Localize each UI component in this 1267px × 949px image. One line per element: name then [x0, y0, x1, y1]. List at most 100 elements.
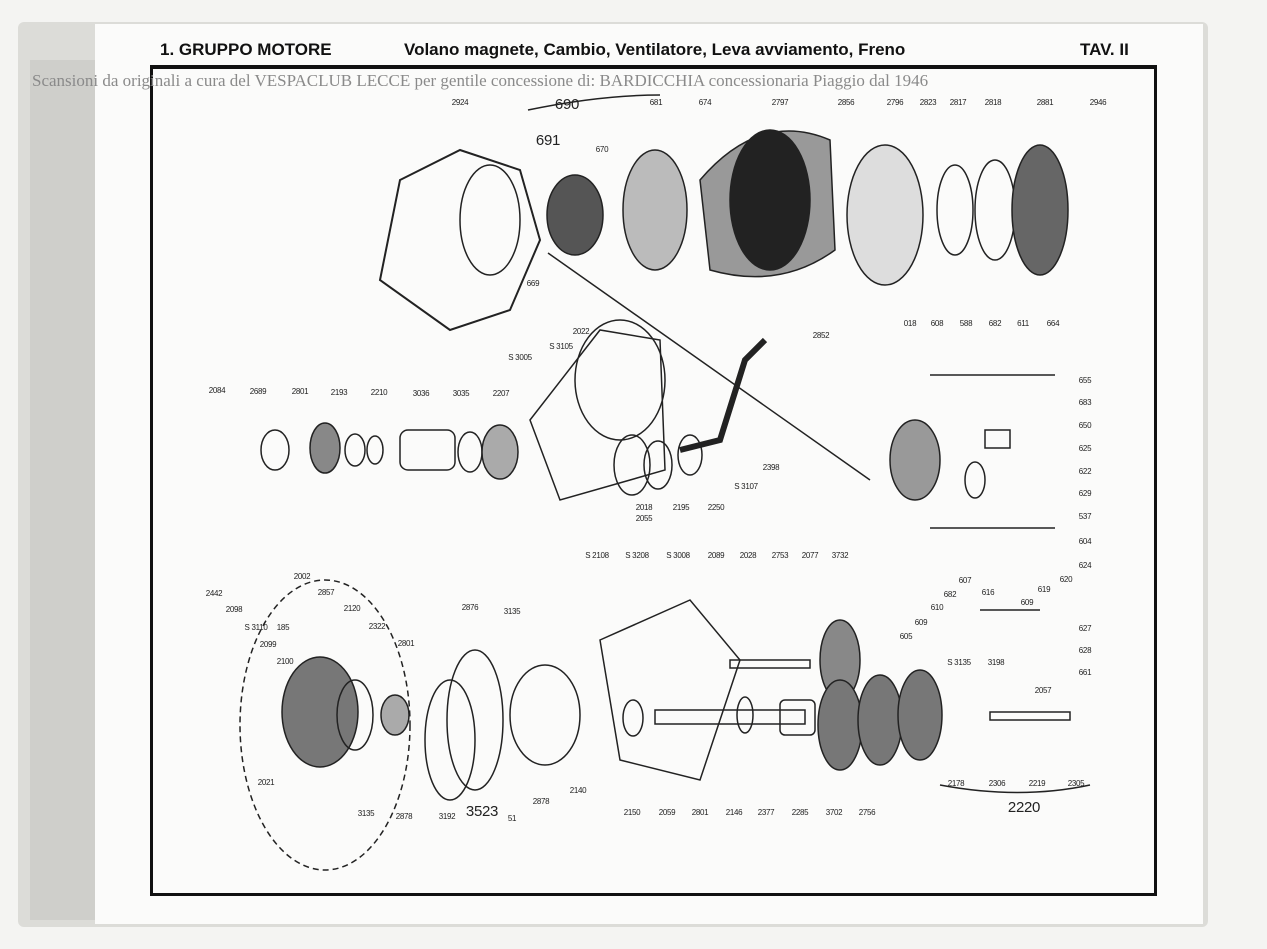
- part-label: 2022: [572, 327, 590, 336]
- part-label: 2801: [291, 387, 309, 396]
- part-label: 607: [958, 576, 972, 585]
- gearbox-case: [599, 599, 741, 781]
- part-label: 2002: [293, 572, 311, 581]
- bearing: [344, 433, 366, 467]
- gear: [897, 669, 943, 761]
- leader-line: [547, 252, 871, 481]
- part-label: 3135: [357, 809, 375, 818]
- condenser: [984, 429, 1011, 449]
- bracket-lines: [930, 374, 1055, 611]
- part-label: 3198: [987, 658, 1005, 667]
- part-label: 2878: [532, 797, 550, 806]
- part-label: 2756: [858, 808, 876, 817]
- part-label: 650: [1078, 421, 1092, 430]
- spring-drum: [481, 424, 519, 480]
- part-label: 2210: [370, 388, 388, 397]
- clutch-nut: [260, 429, 290, 471]
- part-label: 2150: [623, 808, 641, 817]
- part-label: 2377: [757, 808, 775, 817]
- part-group-label: 690: [554, 96, 580, 113]
- crankcase-rear: [509, 664, 581, 766]
- part-label: 611: [1017, 319, 1029, 328]
- part-label: 608: [930, 319, 944, 328]
- fan-plate: [974, 159, 1016, 261]
- part-label: 2797: [771, 98, 789, 107]
- section-title: 1. GRUPPO MOTORE: [160, 40, 332, 59]
- part-group-label: 691: [535, 132, 561, 149]
- crankcase-bore: [574, 319, 666, 441]
- part-label: 2801: [691, 808, 709, 817]
- part-label: 2059: [658, 808, 676, 817]
- part-label: 2084: [208, 386, 226, 395]
- part-label: S 3005: [508, 353, 532, 362]
- part-label: S 3208: [625, 551, 649, 560]
- part-label: S 3008: [666, 551, 690, 560]
- part-group-label: 3523: [465, 803, 499, 820]
- gear: [817, 679, 863, 771]
- part-label: 2098: [225, 605, 243, 614]
- part-label: 2753: [771, 551, 789, 560]
- scan-watermark: Scansioni da originali a cura del VESPAC…: [32, 71, 929, 90]
- part-label: 2924: [451, 98, 469, 107]
- brake-drum-outline: [239, 579, 411, 871]
- part-label: 2878: [395, 812, 413, 821]
- part-label: 2285: [791, 808, 809, 817]
- part-label: 2796: [886, 98, 904, 107]
- part-label: 2857: [317, 588, 335, 597]
- kickstart-lever: [679, 337, 768, 453]
- part-label: 2946: [1089, 98, 1107, 107]
- part-label: 2823: [919, 98, 937, 107]
- part-label: 51: [507, 814, 517, 823]
- shaft-bolt: [989, 711, 1071, 721]
- table-number: TAV. II: [1080, 40, 1129, 59]
- part-label: 2057: [1034, 686, 1052, 695]
- part-label: 588: [959, 319, 973, 328]
- fan-washer: [936, 164, 974, 256]
- part-label: 681: [649, 98, 663, 107]
- magneto-base-plate: [889, 419, 941, 501]
- cover-boss: [459, 164, 521, 276]
- diagram-subtitle: Volano magnete, Cambio, Ventilatore, Lev…: [404, 40, 906, 59]
- part-label: 537: [1078, 512, 1092, 521]
- bearing: [622, 699, 644, 737]
- part-label: 2876: [461, 603, 479, 612]
- part-label: 2100: [276, 657, 294, 666]
- bearing: [380, 694, 410, 736]
- mainshaft: [654, 709, 806, 725]
- part-group-label: 2220: [1007, 799, 1041, 816]
- part-label: 2856: [837, 98, 855, 107]
- spacer: [736, 696, 754, 734]
- part-label: 2120: [343, 604, 361, 613]
- part-label: 3702: [825, 808, 843, 817]
- o-ring: [457, 431, 483, 473]
- part-label: 2140: [569, 786, 587, 795]
- part-label: 2146: [725, 808, 743, 817]
- part-label: 628: [1078, 646, 1092, 655]
- part-label: 2077: [801, 551, 819, 560]
- part-label: S 2108: [585, 551, 609, 560]
- part-label: 2055: [635, 514, 653, 523]
- circlip: [366, 435, 384, 465]
- cowl-opening: [729, 129, 811, 271]
- part-label: 604: [1078, 537, 1092, 546]
- part-label: 661: [1078, 668, 1092, 677]
- part-label: 622: [1078, 467, 1092, 476]
- part-label: 620: [1059, 575, 1073, 584]
- part-label: 2801: [397, 639, 415, 648]
- crankcase-half: [529, 329, 666, 501]
- fan-grille: [1011, 144, 1069, 276]
- part-label: 2099: [259, 640, 277, 649]
- flywheel: [622, 149, 688, 271]
- part-label: 627: [1078, 624, 1092, 633]
- part-label: S 3110: [244, 623, 268, 632]
- part-label: 3732: [831, 551, 849, 560]
- clutch-plate: [309, 422, 341, 474]
- part-label: 2817: [949, 98, 967, 107]
- hub: [336, 679, 374, 751]
- part-label: 2852: [812, 331, 830, 340]
- part-label: 3036: [412, 389, 430, 398]
- part-label: 2250: [707, 503, 725, 512]
- part-label: 669: [526, 279, 540, 288]
- fan-rotor: [846, 144, 924, 286]
